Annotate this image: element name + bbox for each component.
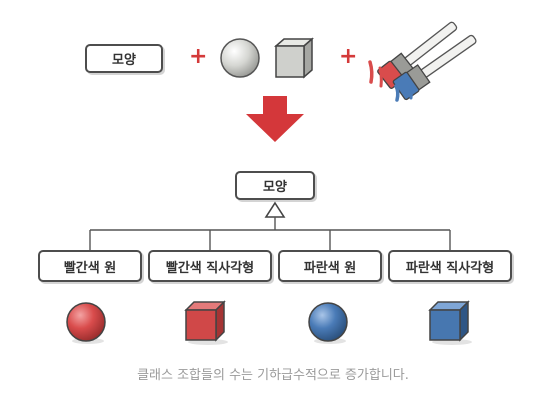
gray-sphere-icon [220,38,260,78]
paint-brushes-icon [368,21,477,102]
blue-circle-label: 파란색 원 [303,260,357,276]
plus-sign-2: + [339,44,358,69]
red-rectangle-box: 빨간색 직사각형 [148,250,272,282]
shape-box-top: 모양 [85,44,163,73]
caption: 클래스 조합들의 수는 기하급수적으로 증가합니다. [137,368,409,383]
red-circle-label: 빨간색 원 [63,260,117,276]
inheritance-connectors [89,201,451,250]
shape-parent-label: 모양 [263,180,287,195]
red-circle-box: 빨간색 원 [38,250,142,282]
plus-sign-1: + [189,44,208,69]
gray-cube-icon [274,37,314,79]
red-cube-icon [184,300,228,345]
blue-cube-icon [428,300,472,345]
blue-rectangle-label: 파란색 직사각형 [405,260,495,276]
shape-parent-box: 모양 [235,171,315,200]
shape-box-top-label: 모양 [112,53,136,68]
blue-sphere-icon [308,302,348,344]
red-rectangle-label: 빨간색 직사각형 [165,260,255,276]
blue-circle-box: 파란색 원 [278,250,382,282]
red-sphere-icon [66,302,106,344]
blue-rectangle-box: 파란색 직사각형 [388,250,512,282]
down-arrow-icon [246,96,304,142]
